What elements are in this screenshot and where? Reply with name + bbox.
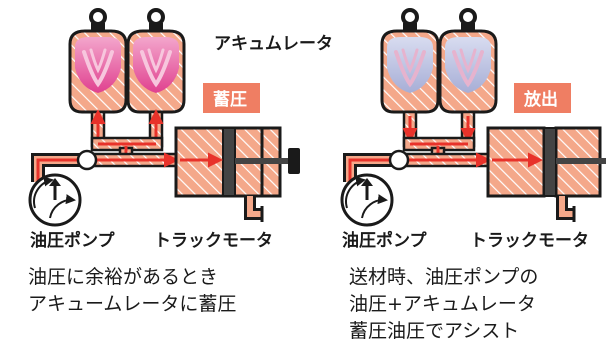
check-valve-icon — [76, 149, 98, 171]
caption-line: 油圧に余裕があるとき — [28, 266, 219, 288]
caption-charging: 油圧に余裕があるとき アキュームレータに蓄圧 — [28, 264, 236, 318]
caption-line: 送材時、油圧ポンプの — [349, 266, 539, 288]
check-valve-icon — [388, 149, 410, 171]
hydraulic-pump-right — [340, 173, 394, 227]
motor-label-right: トラックモータ — [470, 231, 589, 251]
accumulator-vessel-left-1 — [68, 8, 128, 114]
caption-discharging: 送材時、油圧ポンプの 油圧+アキュムレータ 蓄圧油圧でアシスト — [349, 264, 538, 345]
caption-line: アキュームレータに蓄圧 — [28, 293, 237, 315]
track-motor-cylinder-left — [174, 126, 300, 222]
state-badge-text-right: 放出 — [523, 89, 558, 110]
left-panel-charging: 蓄圧 油圧ポンプ トラックモータ — [28, 8, 300, 251]
accumulator-vessel-right-1 — [380, 8, 440, 114]
accumulator-vessel-right-2 — [438, 8, 498, 114]
caption-line: 油圧+アキュムレータ — [349, 293, 536, 315]
state-badge-charging: 蓄圧 — [203, 83, 260, 113]
hydraulic-pump-left — [28, 173, 82, 227]
caption-line: 蓄圧油圧でアシスト — [349, 320, 520, 342]
accumulator-vessel-left-2 — [126, 8, 186, 114]
accumulator-pipes-left — [90, 109, 164, 164]
pump-label-left: 油圧ポンプ — [30, 230, 115, 251]
accumulator-label: アキュムレータ — [214, 34, 333, 54]
track-motor-cylinder-right — [486, 126, 606, 222]
state-badge-discharging: 放出 — [514, 83, 571, 113]
pump-label-right: 油圧ポンプ — [342, 230, 427, 251]
motor-label-left: トラックモータ — [154, 231, 273, 251]
state-badge-text-left: 蓄圧 — [213, 89, 247, 110]
right-panel-discharging: 放出 油圧ポンプ トラックモータ — [340, 8, 606, 251]
